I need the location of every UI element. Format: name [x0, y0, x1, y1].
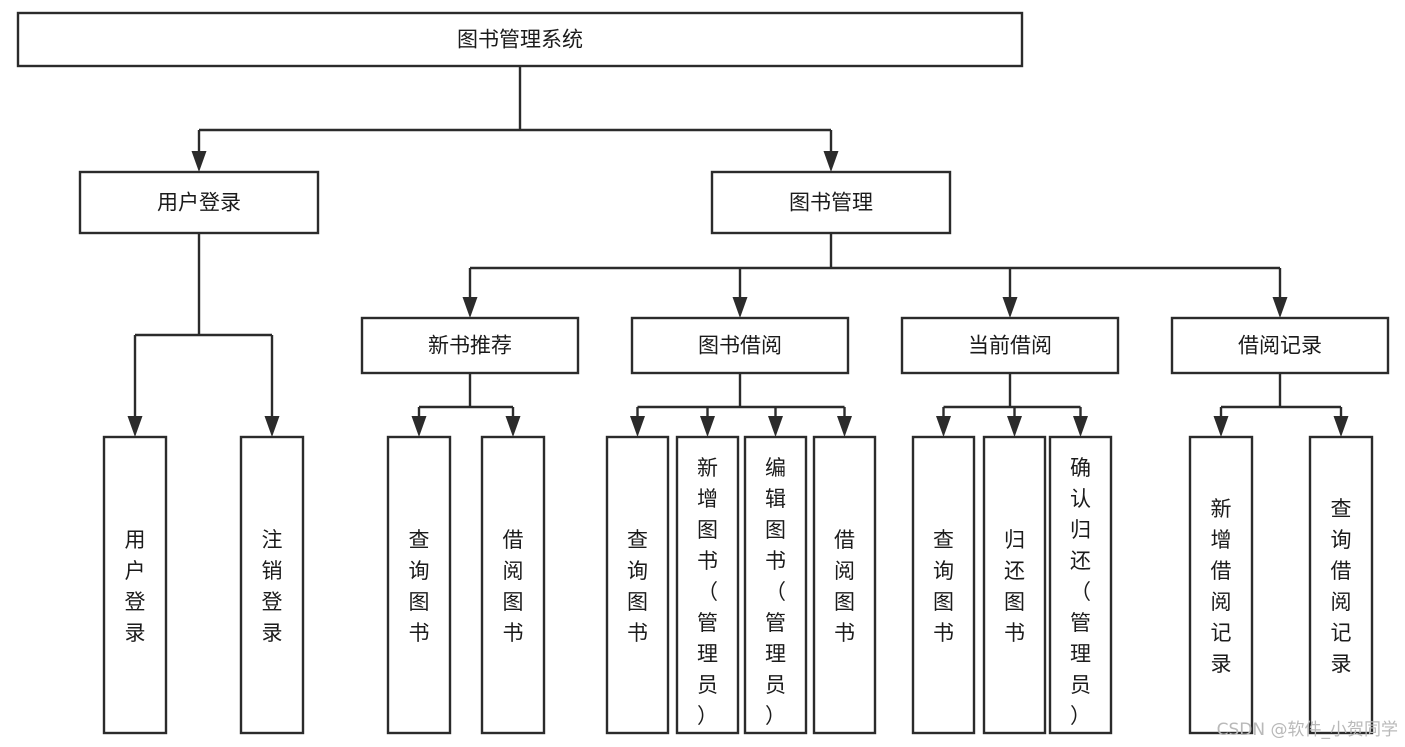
- node-label: 查询图书: [627, 528, 648, 645]
- node-box: [675, 435, 740, 735]
- node-label: 当前借阅: [968, 334, 1052, 358]
- node-leaf-查询借阅记录-12[interactable]: 查询借阅记录: [1308, 435, 1374, 735]
- arrow-head-icon: [630, 416, 645, 437]
- node-label: 用户登录: [125, 528, 146, 645]
- node-box: [982, 435, 1047, 735]
- node-box: [743, 435, 808, 735]
- arrow-head-icon: [732, 297, 748, 318]
- node-label: 查询图书: [933, 528, 954, 645]
- node-box: [1048, 435, 1113, 735]
- node-box: [386, 435, 452, 735]
- node-label: 借阅图书: [834, 528, 855, 645]
- node-label: 图书管理系统: [457, 28, 583, 52]
- node-leaf-确认归还管理员-10[interactable]: 确认归还（管理员）: [1048, 435, 1113, 735]
- node-l2-用户登录-0[interactable]: 用户登录: [78, 170, 320, 235]
- arrow-head-icon: [191, 151, 207, 172]
- node-box: [239, 435, 305, 735]
- node-box: [911, 435, 976, 735]
- node-l3-借阅记录-3[interactable]: 借阅记录: [1170, 316, 1390, 375]
- arrow-head-icon: [1002, 297, 1018, 318]
- node-l3-当前借阅-2[interactable]: 当前借阅: [900, 316, 1120, 375]
- node-leaf-编辑图书管理员-6[interactable]: 编辑图书（管理员）: [743, 435, 808, 735]
- node-label: 查询借阅记录: [1331, 497, 1352, 676]
- node-leaf-注销登录-1[interactable]: 注销登录: [239, 435, 305, 735]
- node-leaf-查询图书-4[interactable]: 查询图书: [605, 435, 670, 735]
- node-label: 新增图书（管理员）: [697, 456, 718, 728]
- arrow-head-icon: [462, 297, 478, 318]
- arrow-head-icon: [936, 416, 951, 437]
- watermark-label: CSDN @软件_小贺同学: [1217, 720, 1398, 740]
- node-leaf-新增借阅记录-11[interactable]: 新增借阅记录: [1188, 435, 1254, 735]
- node-box: [812, 435, 877, 735]
- node-box: [605, 435, 670, 735]
- arrow-head-icon: [1007, 416, 1022, 437]
- node-leaf-借阅图书-7[interactable]: 借阅图书: [812, 435, 877, 735]
- node-box: [630, 316, 850, 375]
- arrow-head-icon: [837, 416, 852, 437]
- arrow-head-icon: [768, 416, 783, 437]
- node-label: 借阅图书: [503, 528, 524, 645]
- node-root-图书管理系统-0[interactable]: 图书管理系统: [16, 11, 1024, 68]
- node-leaf-归还图书-9[interactable]: 归还图书: [982, 435, 1047, 735]
- node-label: 查询图书: [409, 528, 430, 645]
- node-box: [900, 316, 1120, 375]
- node-l3-新书推荐-0[interactable]: 新书推荐: [360, 316, 580, 375]
- node-box: [78, 170, 320, 235]
- node-box: [480, 435, 546, 735]
- arrow-head-icon: [700, 416, 715, 437]
- node-leaf-用户登录-0[interactable]: 用户登录: [102, 435, 168, 735]
- node-label: 图书管理: [789, 191, 873, 215]
- node-label: 用户登录: [157, 191, 241, 215]
- arrow-head-icon: [264, 416, 280, 437]
- arrow-head-icon: [411, 416, 427, 437]
- arrow-head-icon: [127, 416, 143, 437]
- node-l3-图书借阅-1[interactable]: 图书借阅: [630, 316, 850, 375]
- node-box: [1308, 435, 1374, 735]
- node-box: [1170, 316, 1390, 375]
- node-label: 注销登录: [262, 528, 283, 645]
- arrow-head-icon: [1213, 416, 1229, 437]
- node-box: [16, 11, 1024, 68]
- node-leaf-查询图书-8[interactable]: 查询图书: [911, 435, 976, 735]
- node-label: 归还图书: [1004, 528, 1025, 645]
- node-label: 编辑图书（管理员）: [765, 456, 786, 728]
- node-box: [710, 170, 952, 235]
- connector-lines-group: [127, 66, 1349, 437]
- nodes-group: 图书管理系统用户登录图书管理新书推荐图书借阅当前借阅借阅记录用户登录注销登录查询…: [16, 11, 1390, 735]
- node-leaf-借阅图书-3[interactable]: 借阅图书: [480, 435, 546, 735]
- node-label: 图书借阅: [698, 334, 782, 358]
- node-leaf-新增图书管理员-5[interactable]: 新增图书（管理员）: [675, 435, 740, 735]
- node-l2-图书管理-1[interactable]: 图书管理: [710, 170, 952, 235]
- arrow-head-icon: [1073, 416, 1088, 437]
- node-box: [1188, 435, 1254, 735]
- node-label: 新增借阅记录: [1211, 497, 1232, 676]
- arrow-head-icon: [1333, 416, 1349, 437]
- arrow-head-icon: [823, 151, 839, 172]
- arrow-head-icon: [1272, 297, 1288, 318]
- node-leaf-查询图书-2[interactable]: 查询图书: [386, 435, 452, 735]
- node-box: [360, 316, 580, 375]
- node-label: 确认归还（管理员）: [1070, 456, 1091, 728]
- node-box: [102, 435, 168, 735]
- node-label: 新书推荐: [428, 334, 512, 358]
- node-label: 借阅记录: [1238, 334, 1322, 358]
- arrow-head-icon: [505, 416, 521, 437]
